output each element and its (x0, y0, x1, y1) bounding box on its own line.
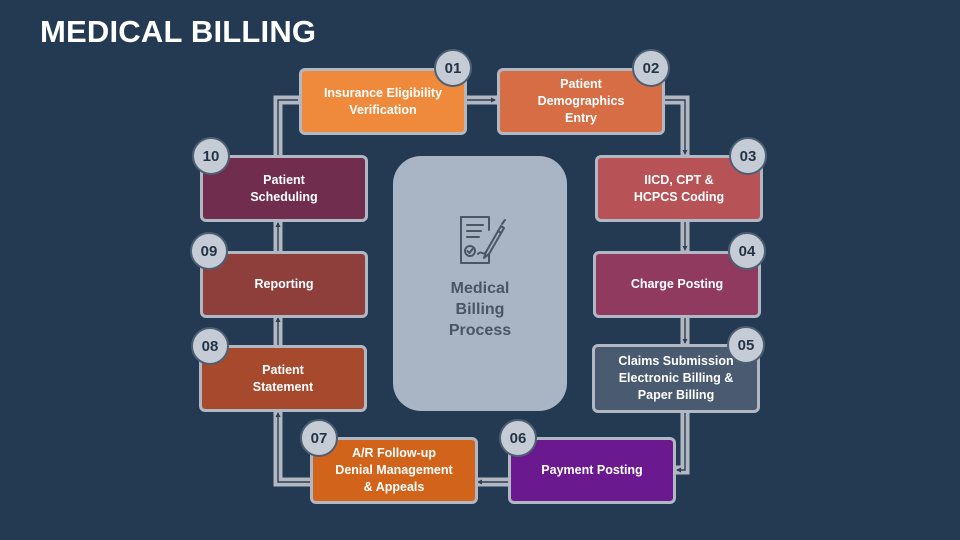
step-04-label: Charge Posting (630, 277, 724, 291)
step-09-box: Reporting (200, 251, 368, 318)
step-01-badge: 01 (434, 49, 472, 87)
step-02-badge: 02 (632, 49, 670, 87)
step-03-badge: 03 (729, 137, 767, 175)
step-04-badge: 04 (728, 232, 766, 270)
step-02-label: Patient Demographics Entry (537, 77, 625, 125)
step-03-label: IICD, CPT & HCPCS Coding (633, 172, 725, 204)
step-09-label: Reporting (254, 277, 314, 291)
step-05-label: Claims Submission Electronic Billing & P… (618, 354, 734, 402)
step-09-badge: 09 (190, 232, 228, 270)
step-05-box: Claims Submission Electronic Billing & P… (592, 344, 760, 413)
connector-05-06 (675, 412, 690, 475)
step-08-box: Patient Statement (199, 345, 367, 412)
step-08-badge: 08 (191, 327, 229, 365)
step-06-label: Payment Posting (541, 463, 643, 477)
step-10-box: Patient Scheduling (200, 155, 368, 222)
center-label: Medical Billing Process (448, 280, 512, 339)
step-10-label: Patient Scheduling (250, 172, 318, 204)
step-08-label: Patient Statement (252, 362, 314, 394)
step-06-badge: 06 (499, 419, 537, 457)
billing-document-pen-icon (460, 216, 506, 264)
step-06-box: Payment Posting (508, 437, 676, 504)
step-05-badge: 05 (727, 326, 765, 364)
step-07-label: A/R Follow-up Denial Management & Appeal… (335, 446, 453, 494)
step-01-label: Insurance Eligibility Verification (323, 85, 443, 117)
step-10-badge: 10 (192, 137, 230, 175)
step-07-badge: 07 (300, 419, 338, 457)
step-07-box: A/R Follow-up Denial Management & Appeal… (310, 437, 478, 504)
center-panel: Medical Billing Process (393, 156, 567, 411)
connector-10-01 (273, 95, 300, 156)
connector-02-03 (663, 95, 690, 156)
page-title: MEDICAL BILLING (40, 14, 317, 49)
